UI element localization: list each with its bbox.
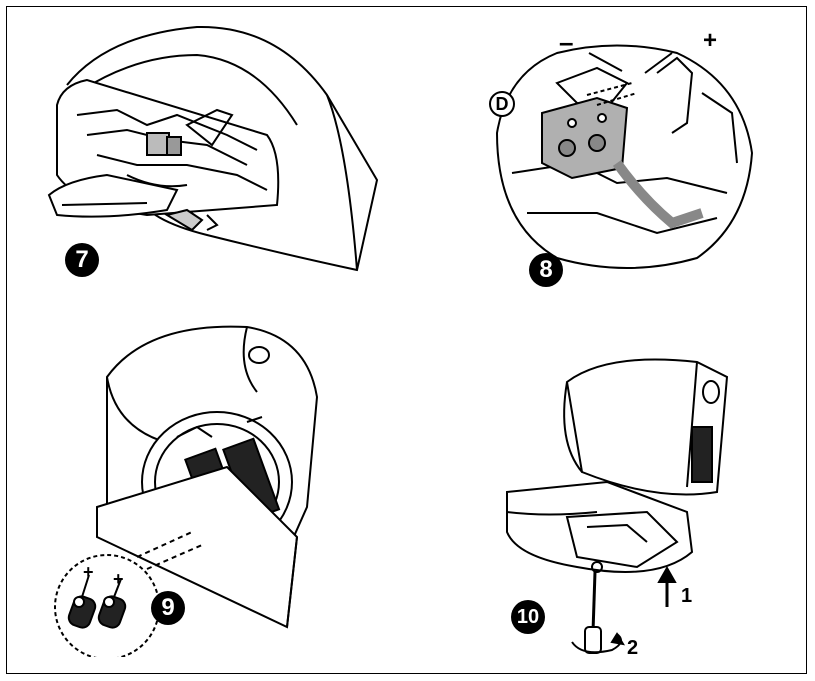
step-8-illustration: [495, 44, 754, 269]
step-9-number: 9: [161, 594, 175, 621]
step-10-panel: 1 2 10: [487, 342, 787, 662]
step-8-callout-text: D: [495, 93, 509, 114]
step-7-badge: 7: [65, 243, 99, 277]
step-9-panel: + + 9: [27, 307, 347, 657]
step-9-battery-plus-2: +: [113, 569, 124, 589]
step-10-badge: 10: [511, 600, 545, 634]
step-10-illustration: [506, 358, 729, 654]
step-8-minus-label: –: [559, 27, 574, 57]
step-9-battery-plus-1: +: [83, 562, 94, 582]
step-7-number: 7: [75, 246, 89, 273]
step-8-number: 8: [539, 256, 553, 283]
step-8-plus-label: +: [703, 27, 718, 54]
step-10-number: 10: [516, 605, 540, 628]
instruction-frame: 7: [6, 6, 807, 674]
step-9-badge: 9: [151, 591, 185, 625]
step-8-panel: – + D 8: [467, 13, 767, 293]
step-7-panel: 7: [27, 15, 397, 285]
step-8-callout-d: D: [489, 91, 515, 117]
step-10-arrow-1-label: 1: [681, 585, 693, 607]
step-9-illustration: [54, 325, 319, 657]
step-10-arrow-2-label: 2: [627, 637, 639, 659]
step-7-illustration: [47, 25, 379, 272]
step-8-badge: 8: [529, 253, 563, 287]
